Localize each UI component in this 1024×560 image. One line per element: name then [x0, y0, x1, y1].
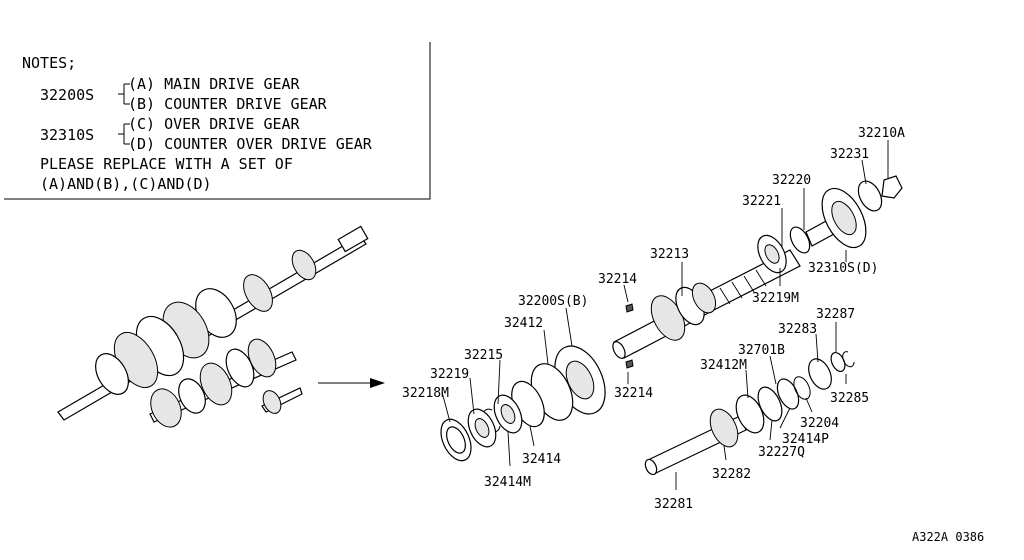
washer-32227Q: [757, 386, 783, 422]
label-32412: 32412: [504, 316, 543, 331]
notes-set2-c: (C) OVER DRIVE GEAR: [128, 115, 301, 133]
over-drive-gear-32310S-D: [821, 187, 867, 249]
label-32214-bottom: 32214: [614, 386, 653, 401]
label-32214-top: 32214: [598, 272, 637, 287]
notes-replace-line1: PLEASE REPLACE WITH A SET OF: [40, 155, 293, 173]
notes-set1-b: (B) COUNTER DRIVE GEAR: [128, 95, 328, 113]
label-32210A: 32210A: [858, 126, 905, 141]
bearing-32219M: [757, 234, 787, 274]
bearing-32231: [857, 180, 883, 212]
notes-replace-line2: (A)AND(B),(C)AND(D): [40, 175, 212, 193]
washer-32283: [830, 351, 846, 373]
assembled-overview: [57, 225, 369, 428]
label-32221: 32221: [742, 194, 781, 209]
label-32310S-D: 32310S(D): [808, 261, 878, 276]
ring-32414P: [793, 376, 811, 400]
bearing-race-32218M: [440, 418, 472, 462]
label-32204: 32204: [800, 416, 839, 431]
label-32231: 32231: [830, 147, 869, 162]
overview-reverse-idler: [261, 387, 303, 414]
figure-code: A322A 0386: [912, 530, 984, 544]
pins-32214: [625, 303, 634, 369]
notes-set2-bracket: [118, 123, 130, 145]
label-32701B: 32701B: [738, 343, 785, 358]
part-labels: 32210A 32231 32220 32221 32213 32310S(D)…: [402, 126, 905, 512]
snap-ring-32285: [842, 351, 855, 368]
overview-main-shaft: [57, 225, 369, 421]
label-32412M: 32412M: [700, 358, 747, 373]
notes-set2-code: 32310S: [40, 126, 94, 144]
label-32213: 32213: [650, 247, 689, 262]
label-32414P: 32414P: [782, 432, 829, 447]
label-32281: 32281: [654, 497, 693, 512]
label-32414: 32414: [522, 452, 561, 467]
notes-set1-code: 32200S: [40, 86, 94, 104]
label-32200S-B: 32200S(B): [518, 294, 588, 309]
bearing-32204: [808, 358, 832, 390]
leader-lines: [441, 140, 889, 490]
notes-box: NOTES; 32200S (A) MAIN DRIVE GEAR (B) CO…: [4, 42, 431, 200]
label-32220: 32220: [772, 173, 811, 188]
nut-32210A: [881, 175, 903, 199]
label-32219M: 32219M: [752, 291, 799, 306]
label-32287: 32287: [816, 307, 855, 322]
notes-heading: NOTES;: [22, 54, 76, 72]
label-32283: 32283: [778, 322, 817, 337]
label-32227Q: 32227Q: [758, 445, 805, 460]
ring-32414M: [493, 394, 523, 434]
explode-arrow: [318, 378, 385, 388]
label-32414M: 32414M: [484, 475, 531, 490]
counter-gear-32282: [709, 408, 739, 448]
main-drive-gear-32213: [650, 282, 717, 341]
label-32215: 32215: [464, 348, 503, 363]
label-32218M: 32218M: [402, 386, 449, 401]
label-32285: 32285: [830, 391, 869, 406]
label-32219: 32219: [430, 367, 469, 382]
notes-set1-a: (A) MAIN DRIVE GEAR: [128, 75, 301, 93]
notes-set1-bracket: [118, 83, 130, 105]
ring-32701B: [776, 378, 800, 410]
label-32282: 32282: [712, 467, 751, 482]
notes-set2-d: (D) COUNTER OVER DRIVE GEAR: [128, 135, 373, 153]
collar-32221: [789, 226, 811, 254]
overview-counter-shaft: [149, 338, 297, 428]
notes-box-border: [4, 42, 431, 200]
